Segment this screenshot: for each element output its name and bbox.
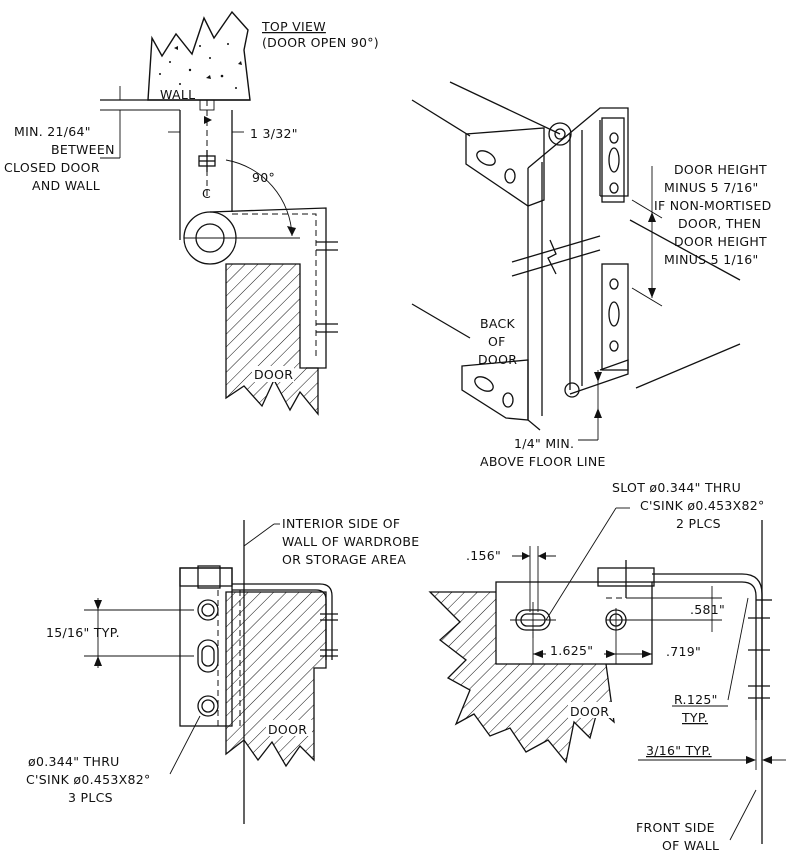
back-of-door-1: BACK: [480, 316, 516, 331]
door-label-top: DOOR: [254, 367, 293, 382]
door-height-3: IF NON-MORTISED: [654, 198, 772, 213]
slot-1: SLOT ø0.344" THRU: [612, 480, 741, 495]
angle-label: 90°: [252, 170, 275, 185]
door-section: [225, 263, 319, 416]
back-of-door-3: DOOR: [478, 352, 517, 367]
wall-label: WALL: [160, 87, 195, 102]
side-view-holes: INTERIOR SIDE OF WALL OF WARDROBE OR STO…: [26, 516, 419, 824]
interior-2: WALL OF WARDROBE: [282, 534, 419, 549]
isometric-view: DOOR HEIGHT MINUS 5 7/16" IF NON-MORTISE…: [411, 81, 772, 469]
top-view-subtitle: (DOOR OPEN 90°): [262, 35, 379, 50]
centerline-label: C: [202, 186, 211, 201]
interior-1: INTERIOR SIDE OF: [282, 516, 400, 531]
front-view-slots: DOOR .156" SLOT ø0.344" THRU C'SINK ø0.4…: [428, 480, 786, 853]
holes-2: C'SINK ø0.453X82°: [26, 772, 151, 787]
top-view-title: TOP VIEW: [261, 19, 326, 34]
radius-1: R.125": [674, 692, 718, 707]
min-clear-2: BETWEEN: [51, 142, 115, 157]
door-section-bl: [225, 591, 327, 768]
top-view: WALL C 90° DOOR: [4, 10, 379, 416]
front-1: FRONT SIDE: [636, 820, 715, 835]
min-clear-3: CLOSED DOOR: [4, 160, 100, 175]
dim-1625: 1.625": [550, 643, 593, 658]
door-label-br: DOOR: [570, 704, 609, 719]
hole-column: [197, 599, 219, 717]
slot-3: 2 PLCS: [676, 516, 721, 531]
door-height-4: DOOR, THEN: [678, 216, 761, 231]
wall-speckle: [159, 43, 242, 89]
holes-3: 3 PLCS: [68, 790, 113, 805]
spacing-dimension: 15/16" TYP.: [46, 625, 120, 640]
door-label-bl: DOOR: [268, 722, 307, 737]
dim-581: .581": [690, 602, 725, 617]
door-height-2: MINUS 5 7/16": [664, 180, 759, 195]
min-clear-4: AND WALL: [32, 178, 100, 193]
floor-2: ABOVE FLOOR LINE: [480, 454, 606, 469]
dim-719: .719": [666, 644, 701, 659]
floor-1: 1/4" MIN.: [514, 436, 574, 451]
dim-3-16: 3/16" TYP.: [646, 743, 712, 758]
back-of-door-2: OF: [488, 334, 506, 349]
offset-dimension: 1 3/32": [250, 126, 298, 141]
door-height-5: DOOR HEIGHT: [674, 234, 767, 249]
door-height-6: MINUS 5 1/16": [664, 252, 759, 267]
holes-1: ø0.344" THRU: [28, 754, 120, 769]
front-2: OF WALL: [662, 838, 719, 853]
wall-section: [147, 10, 251, 101]
min-clear-1: MIN. 21/64": [14, 124, 91, 139]
dim-156: .156": [466, 548, 501, 563]
interior-3: OR STORAGE AREA: [282, 552, 406, 567]
radius-2: TYP.: [681, 710, 708, 725]
slot-2: C'SINK ø0.453X82°: [640, 498, 765, 513]
door-height-1: DOOR HEIGHT: [674, 162, 767, 177]
